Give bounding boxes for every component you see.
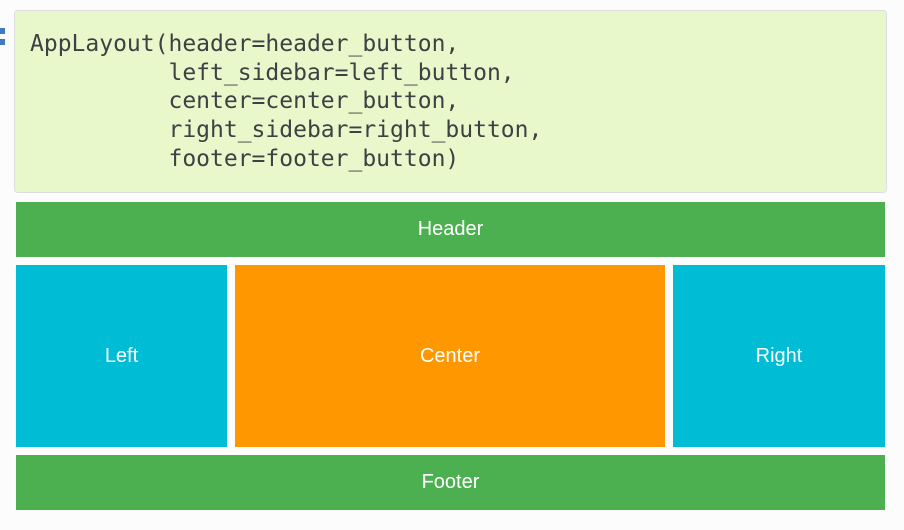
right-sidebar-button[interactable]: Right [673, 265, 885, 447]
cell-prompt-bar-top [0, 28, 5, 34]
applayout-output: Header Left Center Right Footer [16, 202, 885, 510]
left-sidebar-button[interactable]: Left [16, 265, 227, 447]
center-button[interactable]: Center [235, 265, 665, 447]
cell-prompt-bar-bottom [0, 39, 5, 45]
footer-button[interactable]: Footer [16, 455, 885, 510]
applayout-middle-row: Left Center Right [16, 265, 885, 447]
code-source: AppLayout(header=header_button, left_sid… [30, 31, 543, 172]
cell-prompt-icon [0, 28, 5, 45]
code-cell[interactable]: AppLayout(header=header_button, left_sid… [14, 10, 887, 193]
header-button[interactable]: Header [16, 202, 885, 257]
